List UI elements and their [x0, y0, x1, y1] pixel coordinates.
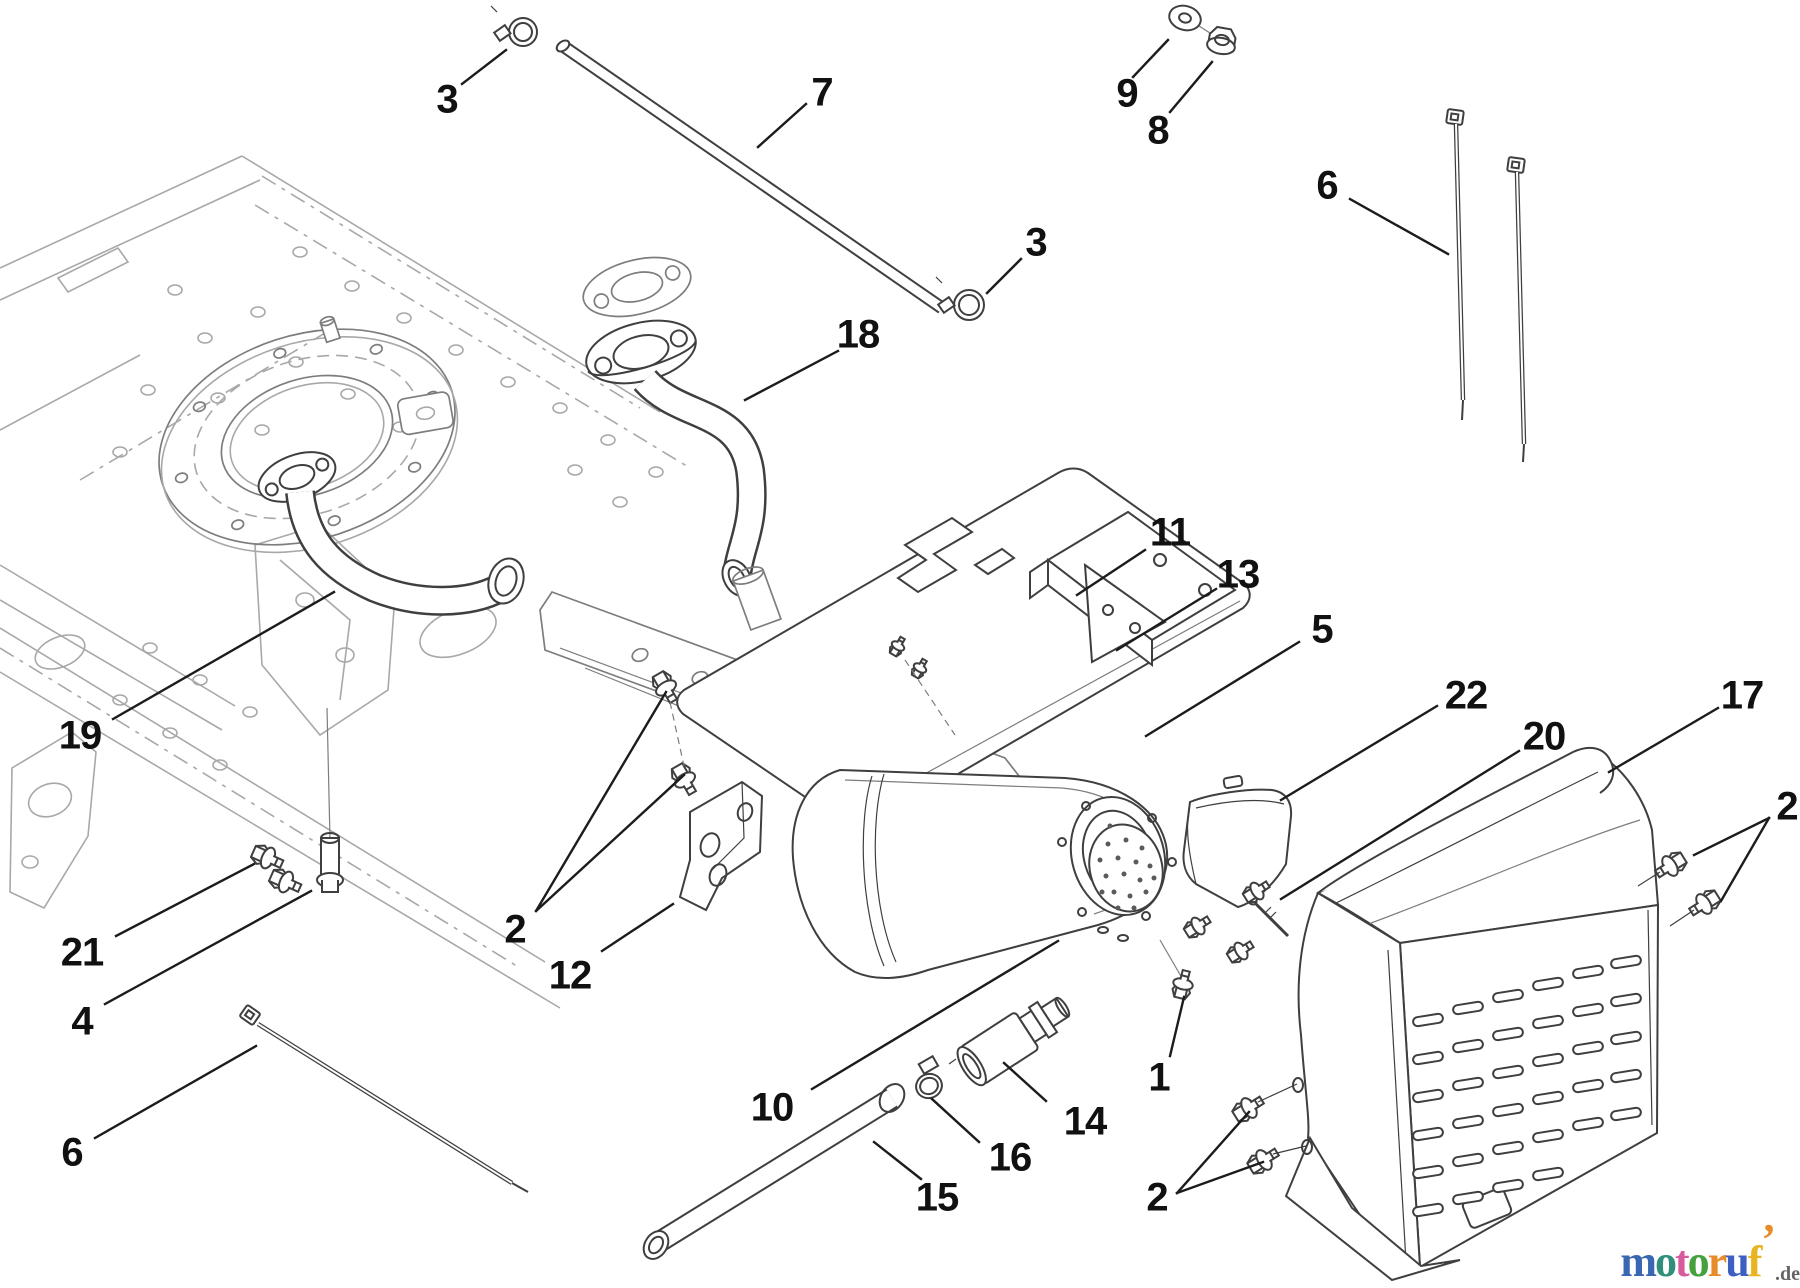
- washer-nut-link: [1199, 26, 1210, 33]
- part-label-19-14: 19: [58, 713, 102, 758]
- part-label-21-15: 21: [60, 930, 104, 975]
- leader-line-22-10: [1281, 706, 1437, 800]
- cable-tie-6-right-a: [1446, 109, 1464, 420]
- muffler-bracket-13: [1030, 512, 1235, 665]
- part-label-4-16: 4: [71, 999, 93, 1044]
- part-label-16-22: 16: [988, 1135, 1032, 1180]
- cable-tie-6-right-b: [1507, 157, 1525, 462]
- leader-line-12-19: [602, 904, 673, 951]
- leader-line-10-20: [812, 941, 1058, 1089]
- support-bracket-12: [680, 782, 762, 910]
- exhaust-pipe-18: [577, 247, 757, 600]
- leader-line-11-7: [1077, 550, 1145, 595]
- cable-tie-6-left: [239, 1005, 528, 1192]
- part-label-2-25: 2: [1146, 1175, 1168, 1220]
- logo-letter-2: t: [1675, 1237, 1690, 1286]
- leader-line-6-17: [95, 1046, 256, 1138]
- leader-line-18-6: [745, 351, 838, 400]
- cover-bolts-2: [1228, 847, 1725, 1179]
- part-label-2-18: 2: [504, 907, 526, 952]
- leader-line-20-11: [1281, 751, 1519, 899]
- muffler: [793, 770, 1182, 978]
- leader-line-6-4: [1350, 199, 1448, 254]
- logo-letter-0: m: [1620, 1237, 1657, 1286]
- leader-lines: [95, 40, 1769, 1193]
- part-label-15-23: 15: [915, 1175, 959, 1220]
- part-label-3-5: 3: [1025, 220, 1047, 265]
- part-label-6-17: 6: [61, 1130, 83, 1175]
- logo-tick: ’: [1761, 1215, 1776, 1264]
- washer-9: [1166, 2, 1203, 33]
- leader-line-2-18: [536, 692, 666, 911]
- leader-line-16-22: [932, 1099, 979, 1142]
- logo-letter-3: o: [1687, 1237, 1710, 1286]
- leader-line-2-13: [1694, 818, 1769, 855]
- hose-clamp-16: [913, 1056, 956, 1102]
- leader-line-19-14: [113, 592, 334, 719]
- tail-tube-15: [639, 1079, 910, 1263]
- part-label-12-19: 12: [548, 953, 592, 998]
- part-label-14-21: 14: [1063, 1099, 1107, 1144]
- logo-domain-suffix: .de: [1775, 1263, 1800, 1285]
- flange-nut-8: [1206, 26, 1238, 56]
- leader-line-4-16: [105, 891, 311, 1004]
- part-label-5-9: 5: [1311, 607, 1333, 652]
- shoulder-bolt-4: [317, 708, 343, 892]
- part-label-1-24: 1: [1148, 1055, 1170, 1100]
- leader-line-3-5: [987, 259, 1021, 293]
- arrester-hardware: [1169, 875, 1288, 1002]
- leader-line-2-25: [1177, 1112, 1249, 1193]
- leader-line-2-25: [1177, 1162, 1263, 1193]
- motoruf-logo: motoruf’.de: [1620, 1218, 1800, 1285]
- part-label-17-12: 17: [1720, 673, 1764, 718]
- logo-letter-5: u: [1725, 1237, 1750, 1286]
- part-label-20-11: 20: [1522, 714, 1566, 759]
- leader-line-2-18: [536, 775, 684, 911]
- part-label-2-13: 2: [1776, 784, 1798, 829]
- drain-rod-7: [555, 38, 942, 308]
- leader-line-3-0: [462, 50, 506, 84]
- logo-letter-1: o: [1655, 1237, 1677, 1286]
- part-label-11-7: 11: [1149, 510, 1191, 555]
- shield-bolts-2: [647, 667, 704, 800]
- leader-line-1-24: [1170, 997, 1184, 1056]
- leader-line-8-3: [1170, 62, 1212, 112]
- leader-line-7-1: [758, 104, 806, 147]
- part-label-9-2: 9: [1116, 71, 1138, 116]
- hose-clamp-3-top: [491, 6, 537, 46]
- part-label-8-3: 8: [1147, 108, 1169, 153]
- coupler-14: [952, 987, 1077, 1090]
- part-label-10-20: 10: [750, 1085, 794, 1130]
- logo-wordmark: motoruf: [1620, 1237, 1763, 1286]
- spark-arrester-screen: [1097, 823, 1157, 911]
- part-label-7-1: 7: [811, 70, 833, 115]
- leader-line-2-13: [1721, 818, 1769, 901]
- leader-line-21-15: [116, 864, 254, 936]
- part-label-18-6: 18: [836, 312, 880, 357]
- leader-line-17-12: [1609, 708, 1718, 772]
- logo-letter-4: r: [1707, 1237, 1727, 1286]
- leader-line-14-21: [1004, 1063, 1046, 1101]
- leader-line-15-23: [874, 1142, 921, 1179]
- exhaust-pipe-19: [252, 443, 529, 608]
- leader-line-13-8: [1117, 589, 1216, 650]
- part-label-22-10: 22: [1444, 673, 1488, 718]
- leader-line-9-2: [1133, 40, 1168, 77]
- hose-clamp-3-mid: [936, 277, 984, 320]
- logo-letter-6: f: [1747, 1237, 1763, 1286]
- leader-line-5-9: [1146, 642, 1299, 736]
- part-label-6-4: 6: [1316, 163, 1338, 208]
- engine-mount-ring: [129, 287, 485, 588]
- engine-cover: [1286, 748, 1658, 1280]
- part-label-3-0: 3: [436, 77, 458, 122]
- spark-arrester-cover: [1184, 776, 1292, 907]
- part-label-13-8: 13: [1216, 552, 1260, 597]
